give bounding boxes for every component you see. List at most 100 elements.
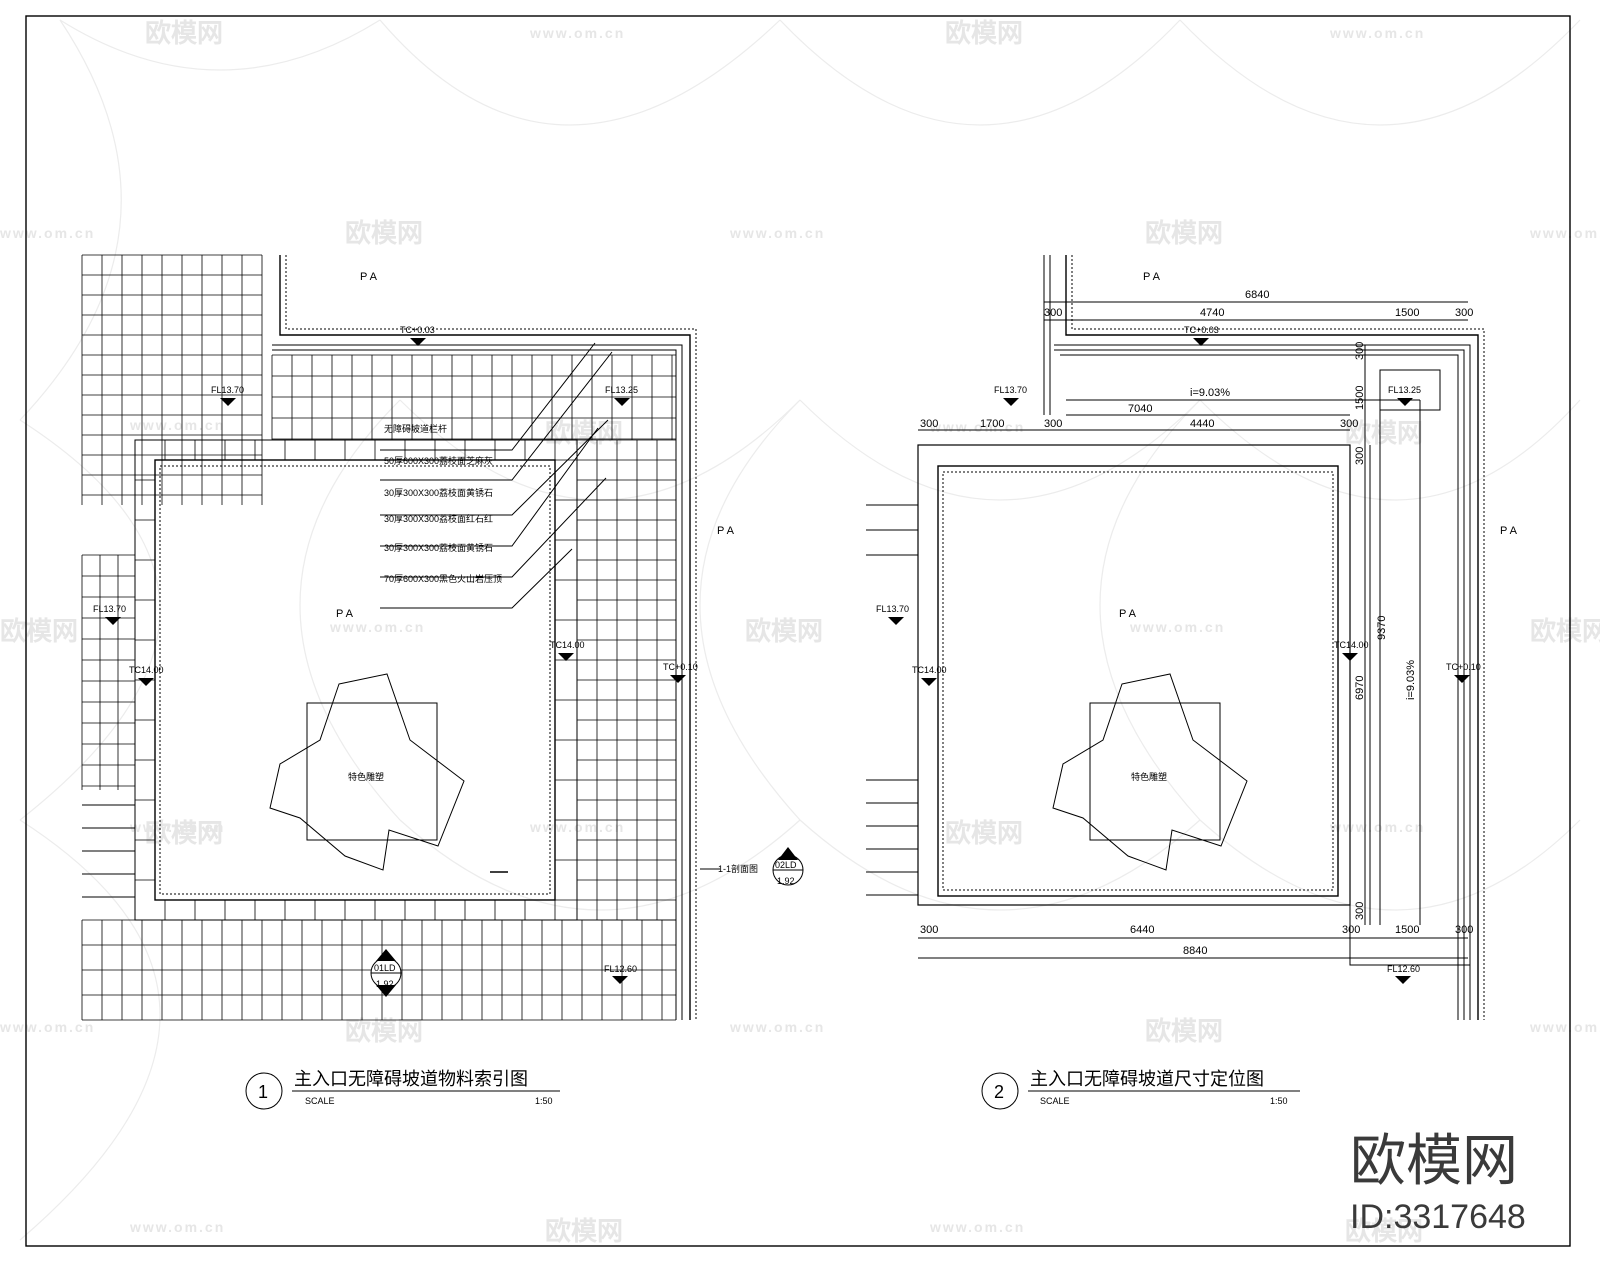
watermark-brand: 欧模网	[545, 1216, 623, 1246]
left-level-fl-bottom: FL12.60	[604, 964, 637, 974]
dim-bot-6440: 6440	[1130, 924, 1154, 936]
watermark-url: www.om.cn	[1329, 819, 1425, 835]
dim-bot-total: 8840	[1183, 945, 1207, 957]
level-marker-triangle	[1397, 398, 1413, 406]
left-plan-number: 1	[258, 1082, 268, 1102]
corner-brand-logo: 欧模网	[1350, 1129, 1518, 1192]
watermark-brand: 欧模网	[345, 218, 423, 248]
level-marker-triangle	[138, 678, 154, 686]
right-level-fl-bottom: FL12.60	[1387, 964, 1420, 974]
level-marker-triangle	[921, 678, 937, 686]
level-marker-triangle	[1395, 976, 1411, 984]
watermark-brand: 欧模网	[145, 818, 223, 848]
left-material-3: 30厚300X300荔枝面黄锈石	[384, 487, 493, 498]
dim-v-6970: 6970	[1354, 676, 1366, 700]
watermark-url: www.om.cn	[129, 417, 225, 433]
watermark-url: www.om.cn	[329, 619, 425, 635]
dim-v-300-top: 300	[1354, 342, 1366, 360]
left-level-fl-topright: FL13.25	[605, 385, 638, 395]
left-level-tc-top: TC+0.03	[400, 325, 435, 335]
right-pa-right: P A	[1500, 525, 1518, 537]
watermark-brand: 欧模网	[1145, 218, 1223, 248]
left-section-marker-bottom: 1.92	[777, 876, 795, 886]
dim-top-300-left: 300	[1044, 307, 1062, 319]
left-detail-marker-top: 01LD	[374, 963, 396, 973]
level-marker-triangle	[1454, 675, 1470, 683]
dim-top-300-right: 300	[1455, 307, 1473, 319]
right-level-tc-left: TC14.00	[912, 665, 947, 675]
watermark-url: www.om.cn	[929, 419, 1025, 435]
left-material-5: 30厚300X300荔枝面黄锈石	[384, 542, 493, 553]
left-detail-marker: 01LD 1.92	[370, 949, 402, 997]
right-level-fl-topright: FL13.25	[1388, 385, 1421, 395]
dim-top-4740: 4740	[1200, 307, 1224, 319]
watermark-url: www.om.cn	[0, 225, 95, 241]
left-detail-marker-bottom: 1.92	[376, 979, 394, 989]
level-marker-triangle	[410, 338, 426, 346]
right-level-fl-left: FL13.70	[876, 604, 909, 614]
right-title-block: 2 主入口无障碍坡道尺寸定位图 SCALE 1:50	[981, 1069, 1300, 1110]
dim-top-total: 6840	[1245, 289, 1269, 301]
right-plan	[866, 255, 1485, 1020]
right-plan-labels: P A P A P A TC+0.03 FL13.70 FL13.25 FL13…	[876, 271, 1518, 1110]
left-plan-title: 主入口无障碍坡道物料索引图	[294, 1069, 528, 1089]
left-plan-labels: P A P A P A TC+0.03 FL13.70 FL13.25 FL13…	[93, 271, 804, 1110]
watermark-brand: 欧模网	[945, 818, 1023, 848]
left-pa-right: P A	[717, 525, 735, 537]
left-material-4: 30厚300X300荔枝面红石红	[384, 513, 493, 524]
watermark-url: www.om.cn	[129, 1219, 225, 1235]
right-level-tc-inner-right: TC14.00	[1334, 640, 1369, 650]
dim-mid-1700: 1700	[980, 418, 1004, 430]
level-marker-triangles	[105, 338, 1470, 984]
level-marker-triangle	[1342, 653, 1358, 661]
watermark-brand: 欧模网	[745, 616, 823, 646]
dim-v-300-bot: 300	[1354, 902, 1366, 920]
watermark-url: www.om.cn	[0, 1019, 95, 1035]
watermark-brand: 欧模网	[1530, 616, 1600, 646]
dim-bot-300-mid: 300	[1342, 924, 1360, 936]
watermark-brand: 欧模网	[1145, 1016, 1223, 1046]
level-marker-triangle	[1193, 338, 1209, 346]
left-section-marker-top: 02LD	[775, 860, 797, 870]
left-level-fl-topleft: FL13.70	[211, 385, 244, 395]
dim-top-1500: 1500	[1395, 307, 1419, 319]
right-plan-title: 主入口无障碍坡道尺寸定位图	[1030, 1069, 1264, 1089]
right-scale-value: 1:50	[1270, 1096, 1288, 1106]
watermark-brand: 欧模网	[945, 18, 1023, 48]
watermark-url: www.om.cn	[1529, 1019, 1600, 1035]
left-pa-top: P A	[360, 271, 378, 283]
dim-mid-300-left: 300	[920, 418, 938, 430]
left-plan	[81, 254, 720, 1021]
watermark-url: www.om.cn	[129, 819, 225, 835]
right-slope-top: i=9.03%	[1190, 387, 1230, 399]
dim-mid-300-b: 300	[1044, 418, 1062, 430]
level-marker-triangle	[614, 398, 630, 406]
dim-v-9370: 9370	[1376, 616, 1388, 640]
watermark-brand: 欧模网	[1345, 418, 1423, 448]
left-section-label: 1-1剖面图	[718, 863, 758, 874]
level-marker-triangle	[1003, 398, 1019, 406]
watermark-brand: 欧模网	[345, 1016, 423, 1046]
watermark-url: www.om.cn	[529, 25, 625, 41]
right-plan-number: 2	[994, 1082, 1004, 1102]
sheet-border	[25, 15, 1571, 1247]
level-marker-triangle	[670, 675, 686, 683]
left-sculpture-label: 特色雕塑	[348, 771, 384, 782]
watermark-layer	[19, 19, 1581, 1241]
right-level-tc-right: TC+0.10	[1446, 662, 1481, 672]
watermark-url: www.om.cn	[1529, 225, 1600, 241]
watermark-brand: 欧模网	[1345, 1216, 1423, 1246]
left-scale-label: SCALE	[305, 1096, 335, 1106]
watermark-url: www.om.cn	[1129, 619, 1225, 635]
right-sculpture-label: 特色雕塑	[1131, 771, 1167, 782]
left-level-tc-right: TC+0.10	[663, 662, 698, 672]
dim-v-1500: 1500	[1354, 386, 1366, 410]
dim-bot-1500: 1500	[1395, 924, 1419, 936]
watermark-brand: 欧模网	[145, 18, 223, 48]
watermark-brand: 欧模网	[0, 616, 78, 646]
left-title-block: 1 主入口无障碍坡道物料索引图 SCALE 1:50	[245, 1069, 560, 1110]
watermark-url: www.om.cn	[1329, 25, 1425, 41]
left-material-6: 70厚600X300黑色火山岩压顶	[384, 573, 502, 584]
dim-bot-300-right: 300	[1455, 924, 1473, 936]
